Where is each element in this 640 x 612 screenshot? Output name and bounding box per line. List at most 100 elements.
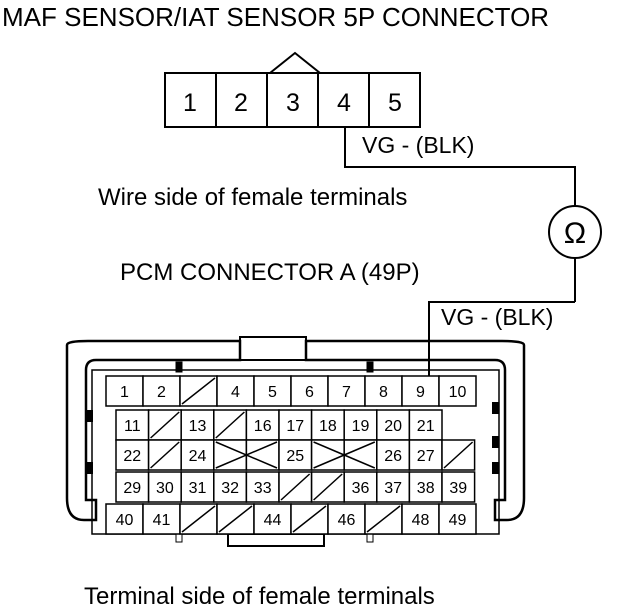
maf-pin: 4 <box>337 89 351 117</box>
terminal-cavity <box>253 375 292 407</box>
terminal-cavity <box>180 471 215 503</box>
terminal-cavity <box>327 503 366 535</box>
pcm-pin-label: 1 <box>120 384 129 401</box>
blank-slash <box>150 441 180 469</box>
terminal-cavity <box>376 439 411 471</box>
pcm-pin-label: 11 <box>124 418 141 435</box>
pcm-pin-label: 17 <box>286 418 304 435</box>
pcm-pin-label: 29 <box>123 480 141 497</box>
blank-cavity <box>343 439 378 471</box>
blank-slash <box>443 441 474 469</box>
terminal-cavity <box>142 375 181 407</box>
pcm-pin-label: 46 <box>338 512 356 529</box>
maf-connector: 1 2 3 4 5 <box>164 51 421 128</box>
terminal-cavity <box>290 375 329 407</box>
blank-cavity <box>213 439 248 471</box>
diagram-title: MAF SENSOR/IAT SENSOR 5P CONNECTOR <box>2 2 549 32</box>
blank-cavity <box>310 439 345 471</box>
pcm-pin-label: 39 <box>449 480 467 497</box>
pcm-pin-label: 5 <box>268 384 277 401</box>
terminal-cavity <box>401 503 440 535</box>
blank-cross <box>215 441 278 469</box>
terminal-cavity <box>438 503 477 535</box>
lock-tab <box>492 462 499 474</box>
pcm-pin-label: 4 <box>231 384 240 401</box>
maf-pin: 3 <box>286 89 300 117</box>
blank-slash <box>181 377 216 405</box>
wire-label-top: VG - (BLK) <box>362 132 474 158</box>
maf-pin: 2 <box>234 89 248 117</box>
ohm-symbol: Ω <box>564 217 586 250</box>
blank-slash <box>280 473 311 501</box>
pcm-pin-label: 25 <box>286 448 304 465</box>
terminal-cavity <box>245 409 280 441</box>
pcm-pin-label: 18 <box>319 418 337 435</box>
pcm-pin-label: 7 <box>342 384 351 401</box>
pcm-pin-label: 38 <box>417 480 435 497</box>
blank-slash <box>313 473 343 501</box>
lock-tab <box>492 402 499 414</box>
terminal-cavity <box>216 375 255 407</box>
pcm-pin-label: 41 <box>153 512 171 529</box>
terminal-cavity <box>245 471 280 503</box>
pcm-pin-label: 21 <box>417 418 435 435</box>
pcm-pin-label: 9 <box>416 384 425 401</box>
pcm-pin-label: 32 <box>221 480 239 497</box>
lock-tab <box>366 361 374 373</box>
pcm-pin-label: 36 <box>352 480 370 497</box>
terminal-cavity <box>401 375 440 407</box>
pcm-pin-label: 33 <box>254 480 272 497</box>
pcm-pin-label: 22 <box>123 448 141 465</box>
maf-pin: 5 <box>388 89 402 117</box>
pcm-pin-label: 27 <box>417 448 435 465</box>
pcm-pin-label: 37 <box>384 480 402 497</box>
terminal-cavity <box>441 471 476 503</box>
terminal-cavity <box>343 409 378 441</box>
blank-slash <box>366 505 401 533</box>
terminal-cavity <box>408 409 443 441</box>
pcm-pin-label: 30 <box>156 480 174 497</box>
pcm-pin-label: 13 <box>189 418 207 435</box>
pcm-connector-housing <box>65 336 526 547</box>
blank-slash <box>292 505 327 533</box>
pcm-pin-label: 6 <box>305 384 314 401</box>
blank-slash <box>218 505 253 533</box>
lock-tab <box>86 462 93 474</box>
terminal-cavity <box>438 375 477 407</box>
pcm-pin-label: 48 <box>412 512 430 529</box>
terminal-cavity <box>327 375 366 407</box>
pcm-pin-label: 24 <box>189 448 207 465</box>
test-wiring: Ω <box>344 127 602 396</box>
blank-cross <box>313 441 376 469</box>
terminal-cavity <box>376 471 411 503</box>
pcm-pin-label: 40 <box>116 512 134 529</box>
pcm-pin-label: 26 <box>384 448 402 465</box>
pcm-pin-label: 20 <box>384 418 402 435</box>
wire-side-caption: Wire side of female terminals <box>98 184 407 211</box>
terminal-cavity <box>343 471 378 503</box>
pcm-pin-label: 49 <box>449 512 467 529</box>
pcm-connector-caption: PCM CONNECTOR A (49P) <box>120 259 420 286</box>
pcm-pin-label: 31 <box>189 480 207 497</box>
maf-pin: 1 <box>183 89 197 117</box>
pcm-pin-label: 16 <box>254 418 272 435</box>
terminal-cavity <box>147 471 182 503</box>
lock-tab <box>175 361 183 373</box>
blank-slash <box>215 411 245 439</box>
blank-slash <box>181 505 216 533</box>
ohmmeter-icon <box>548 205 602 259</box>
pcm-pin-label: 2 <box>157 384 166 401</box>
pcm-pin-label: 44 <box>264 512 282 529</box>
terminal-cavity <box>142 503 181 535</box>
terminal-cavity <box>115 439 150 471</box>
lock-tab <box>86 410 93 422</box>
terminal-cavity <box>115 471 150 503</box>
pcm-pin-label: 19 <box>352 418 370 435</box>
wire-label-bottom: VG - (BLK) <box>441 304 553 330</box>
terminal-cavity <box>364 375 403 407</box>
blank-cavity <box>245 439 280 471</box>
pcm-pin-label: 10 <box>449 384 467 401</box>
blank-slash <box>150 411 180 439</box>
